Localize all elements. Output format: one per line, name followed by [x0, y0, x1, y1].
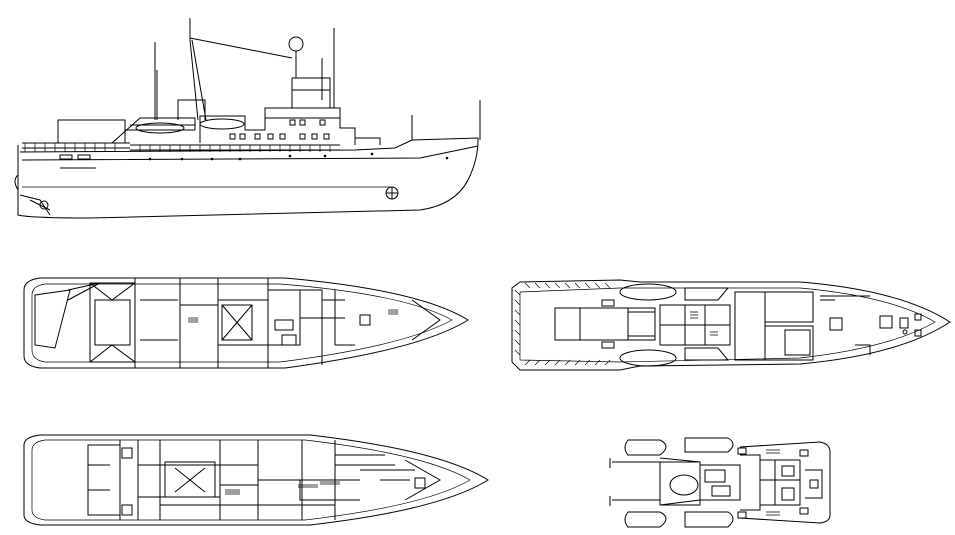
profile-view [14, 18, 481, 219]
main-deck-lifeboat-stbd [619, 349, 677, 367]
profile-masts [154, 18, 481, 140]
profile-crane [111, 117, 196, 144]
top-deck-radome [669, 474, 699, 496]
upper-deck-outline [23, 277, 469, 369]
profile-lifeboat-aft [135, 122, 185, 134]
profile-funnel [177, 99, 206, 120]
top-deck-outline [739, 441, 831, 524]
top-deck-boat-stbd-fwd [684, 511, 734, 528]
profile-superstructure [199, 107, 356, 145]
lower-deck-plan [23, 434, 489, 526]
upper-deck-inner-line [31, 283, 453, 363]
top-deck-boat-port-fwd [684, 437, 734, 453]
main-deck-stern-rail [514, 282, 611, 366]
main-deck-outline [511, 279, 951, 371]
profile-bridge [291, 77, 331, 108]
main-deck-inner-line [519, 287, 936, 363]
profile-superstructure-windows [229, 119, 330, 140]
profile-radome [288, 36, 304, 52]
profile-stern-fitting [39, 200, 49, 210]
main-deck-plan [511, 279, 951, 371]
top-deck-boat-stbd-aft [624, 511, 667, 528]
profile-hull-openings [59, 152, 449, 169]
lower-deck-outline [23, 434, 489, 526]
profile-aft-deckhouse [57, 119, 126, 143]
profile-lifeboat-fwd [199, 118, 245, 130]
top-deck-plan [609, 437, 831, 528]
profile-hull [17, 137, 479, 219]
main-deck-lifeboat-port [619, 283, 677, 301]
upper-deck-plan [23, 277, 469, 369]
profile-deck-line [21, 145, 479, 161]
lower-deck-inner-line [31, 439, 471, 521]
top-deck-boat-port-aft [624, 439, 667, 456]
profile-fwd-hatch [355, 137, 381, 145]
